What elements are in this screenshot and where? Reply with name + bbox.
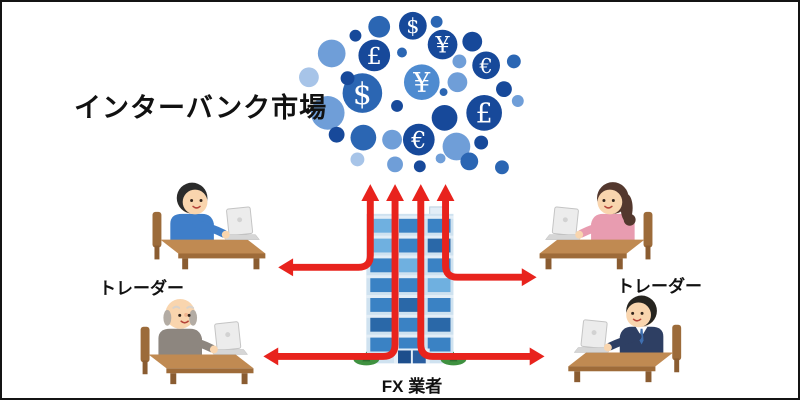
currency-bubble: £ bbox=[466, 95, 502, 131]
desk bbox=[568, 352, 674, 383]
chair bbox=[152, 211, 162, 260]
bubble bbox=[413, 160, 426, 173]
chair bbox=[643, 211, 653, 260]
bubble bbox=[506, 54, 521, 69]
bubble bbox=[511, 95, 524, 107]
bubble bbox=[435, 153, 446, 164]
fx-broker-label: FX 業者 bbox=[381, 377, 443, 396]
bubble bbox=[350, 152, 365, 167]
desk bbox=[160, 239, 266, 270]
bubble bbox=[397, 47, 407, 58]
desk bbox=[148, 354, 254, 385]
flow-arrow-lower-left bbox=[263, 184, 404, 366]
bubble bbox=[460, 152, 479, 171]
svg-text:€: € bbox=[479, 54, 493, 78]
currency-bubble: $ bbox=[399, 11, 427, 40]
bubble bbox=[430, 15, 443, 28]
bubble bbox=[447, 72, 468, 93]
bubble bbox=[350, 124, 377, 151]
market-bubble-cloud: $ ¥ £ € ¥ $ £ € bbox=[299, 11, 524, 175]
bubble bbox=[452, 54, 467, 69]
currency-bubble: $ bbox=[342, 73, 383, 113]
trader-upper-left bbox=[152, 182, 266, 270]
chair bbox=[672, 324, 682, 373]
svg-text:¥: ¥ bbox=[412, 68, 431, 99]
trader-upper-right bbox=[539, 182, 653, 270]
bubble bbox=[310, 96, 345, 130]
bubble bbox=[387, 156, 403, 173]
trader-lower-right bbox=[568, 295, 682, 383]
currency-bubble: ¥ bbox=[427, 29, 458, 60]
bubble bbox=[431, 104, 458, 131]
flow-arrow-upper-right bbox=[436, 184, 537, 287]
bubble bbox=[474, 135, 489, 150]
bubble bbox=[340, 71, 355, 86]
bubble bbox=[368, 15, 391, 38]
svg-text:€: € bbox=[410, 126, 426, 154]
laptop-icon bbox=[209, 321, 249, 355]
desk bbox=[539, 239, 645, 270]
svg-text:$: $ bbox=[406, 14, 419, 38]
bubble bbox=[439, 88, 448, 97]
bubble bbox=[442, 132, 471, 161]
bubble bbox=[349, 29, 362, 42]
svg-text:£: £ bbox=[476, 99, 493, 130]
trader-label-left: トレーダー bbox=[99, 279, 184, 298]
bubble bbox=[382, 129, 402, 150]
bubble bbox=[462, 31, 483, 52]
trader-label-right: トレーダー bbox=[617, 277, 702, 296]
flow-arrows bbox=[263, 184, 545, 366]
svg-text:£: £ bbox=[367, 42, 382, 70]
trader-lower-left bbox=[140, 299, 254, 385]
bubble bbox=[495, 160, 509, 175]
flow-arrow-lower-right bbox=[411, 184, 545, 366]
chair bbox=[140, 326, 150, 375]
bubble bbox=[496, 81, 512, 98]
svg-text:¥: ¥ bbox=[434, 33, 450, 59]
currency-bubble: £ bbox=[358, 39, 391, 72]
bubble bbox=[299, 67, 319, 88]
laptop-icon bbox=[545, 206, 584, 240]
currency-bubble: ¥ bbox=[403, 64, 440, 101]
svg-text:$: $ bbox=[353, 77, 372, 112]
bubble bbox=[391, 100, 403, 112]
page-title: インターバンク市場 bbox=[74, 93, 328, 123]
bubble bbox=[317, 39, 346, 68]
laptop-icon bbox=[221, 206, 260, 240]
currency-bubble: € bbox=[472, 51, 500, 80]
laptop-icon bbox=[573, 319, 613, 353]
currency-bubble: € bbox=[402, 123, 435, 156]
bubble bbox=[328, 126, 345, 143]
flow-arrow-upper-left bbox=[278, 184, 380, 277]
